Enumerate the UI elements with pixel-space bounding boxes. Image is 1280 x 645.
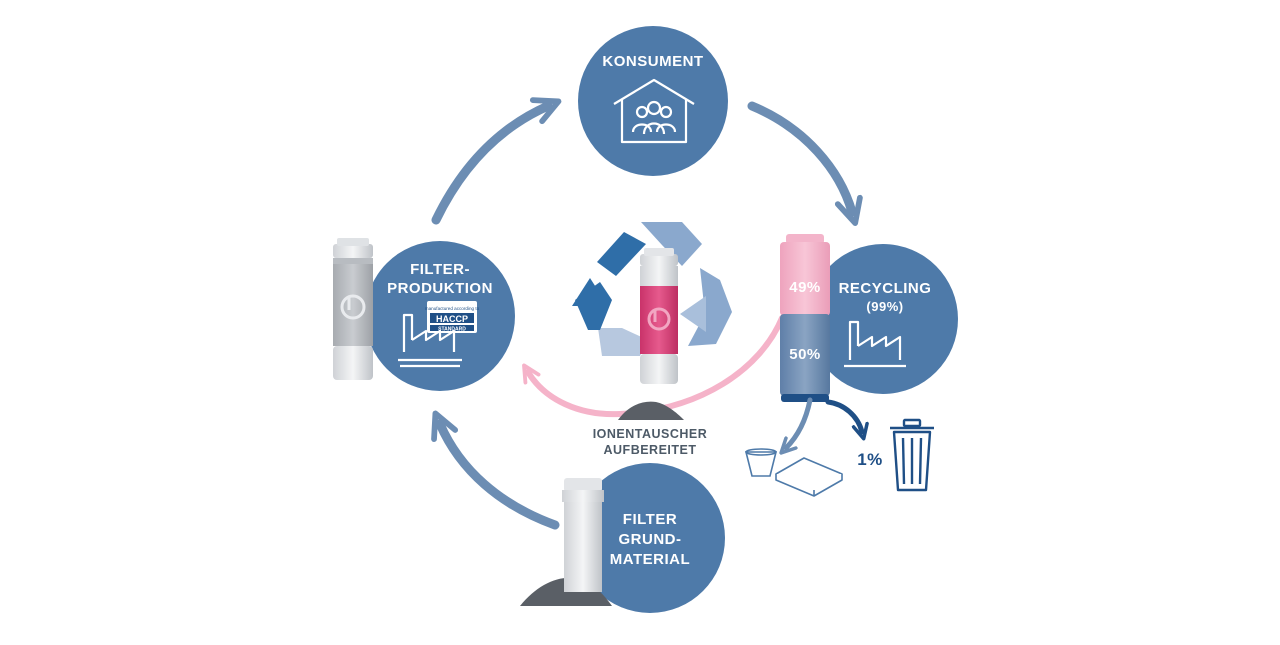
konsument-label: KONSUMENT: [602, 53, 704, 70]
haccp-small-text: manufactured according to: [425, 306, 480, 311]
filter-produktion-line1: FILTER-: [410, 261, 470, 278]
arrow-to-recycling: [747, 101, 863, 226]
recycling-node: [808, 244, 958, 394]
recycling-factory-icon: [844, 320, 906, 368]
arrow-to-waste: [825, 399, 869, 441]
waste-percentage: 1%: [857, 450, 883, 469]
recycling-label: RECYCLING (99%): [815, 280, 955, 315]
haccp-title: HACCP: [436, 314, 468, 324]
pink-percentage: 49%: [789, 279, 821, 296]
ionentauscher-line2: AUFBEREITET: [603, 443, 697, 458]
blue-percentage: 50%: [789, 346, 821, 363]
recycling-split-cartridge: [780, 234, 830, 402]
center-gravel-pile: [618, 401, 684, 420]
filter-produktion-label: FILTER- PRODUKTION: [365, 261, 515, 299]
grundmaterial-line3: MATERIAL: [609, 550, 691, 568]
recycle-symbol-icon: [572, 222, 732, 356]
bucket-icon: [744, 448, 778, 477]
tray-icon: [775, 457, 843, 497]
filter-produktion-line2: PRODUKTION: [387, 279, 493, 297]
magenta-filter-cartridge: [640, 248, 678, 384]
recycling-line2: (99%): [866, 298, 904, 314]
arrow-to-filter-produktion: [431, 410, 560, 530]
grey-filter-cartridge: [333, 238, 373, 380]
house-people-icon: [613, 78, 695, 144]
haccp-badge: manufactured according to HACCP STANDARD: [425, 301, 480, 333]
grundmaterial-node: [575, 463, 725, 613]
arrow-to-materials: [779, 397, 813, 455]
grundmaterial-label: FILTER GRUND- MATERIAL: [585, 510, 715, 570]
grundmaterial-line1: FILTER: [622, 511, 678, 528]
haccp-subtitle: STANDARD: [438, 327, 466, 333]
ionentauscher-label: IONENTAUSCHER AUFBEREITET: [560, 426, 740, 459]
silver-filter-cartridge: [562, 478, 604, 592]
trash-can-icon: [890, 418, 934, 492]
grundmaterial-line2: GRUND-: [618, 530, 682, 548]
recycling-line1: RECYCLING: [838, 280, 932, 297]
arrow-to-konsument: [431, 97, 562, 225]
factory-icon: [398, 313, 462, 368]
ionentauscher-line1: IONENTAUSCHER: [592, 427, 708, 441]
